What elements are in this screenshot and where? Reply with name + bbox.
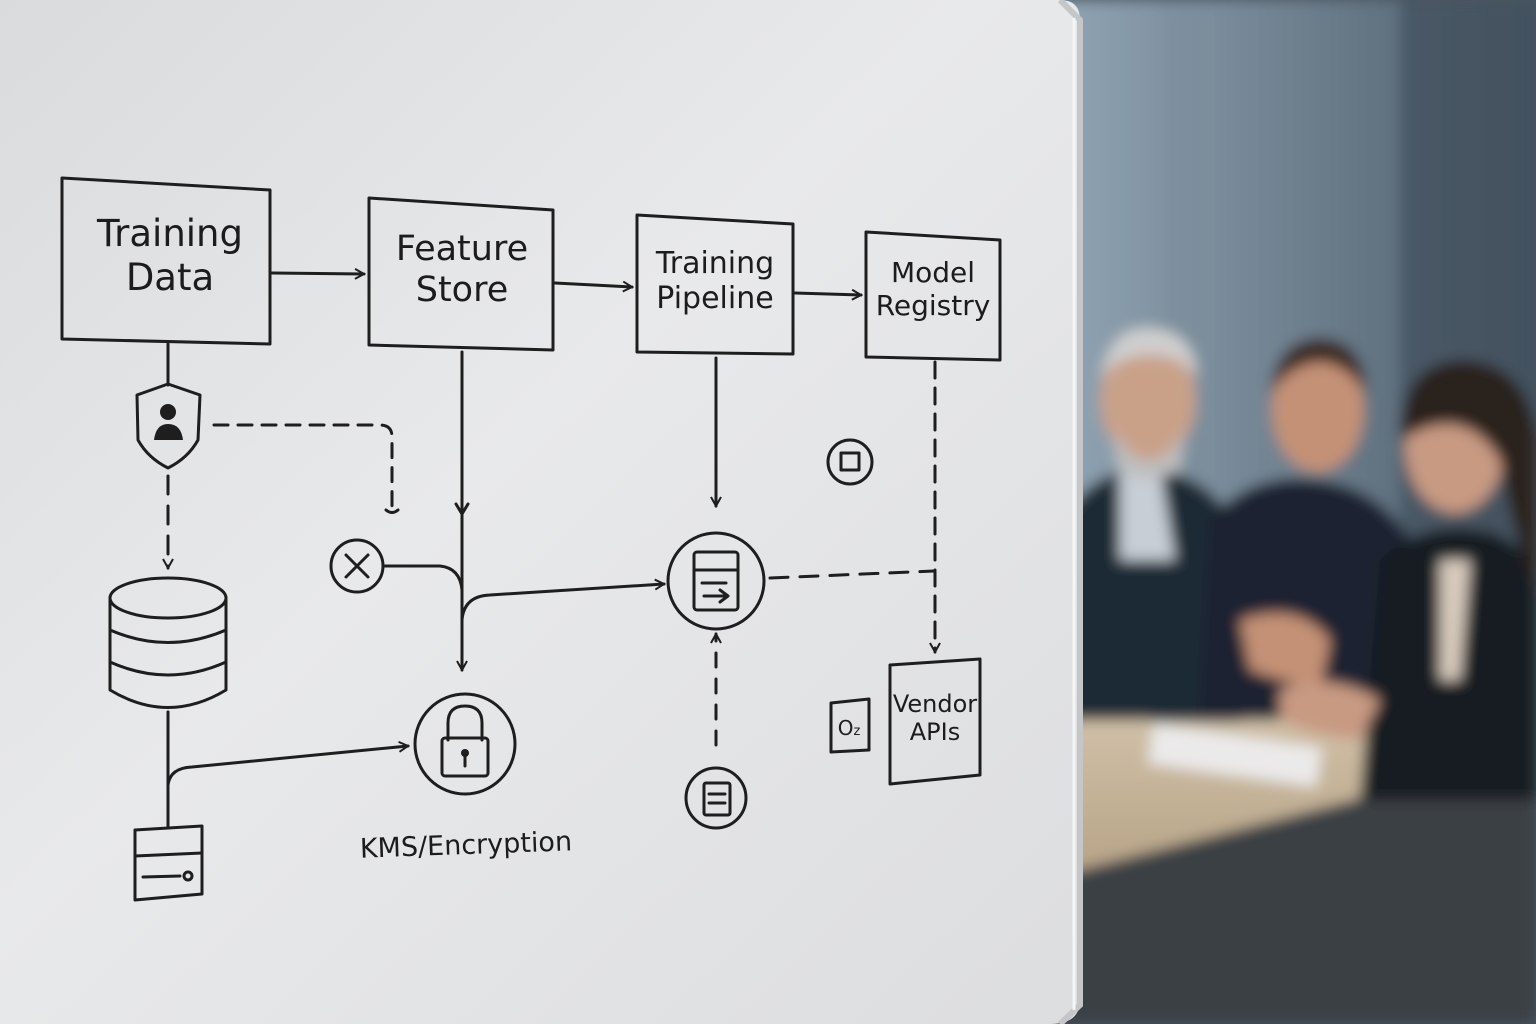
model-registry-box <box>864 230 1002 362</box>
lock-icon <box>413 692 517 796</box>
training-pipeline-line-1: Training <box>655 246 775 281</box>
shield-user-icon <box>135 382 202 470</box>
server-icon <box>133 824 204 902</box>
vendor-apis-box <box>888 657 982 786</box>
line-x-to-feature <box>382 564 464 592</box>
dashed-step-to-registry <box>768 569 936 580</box>
training-pipeline-box <box>635 213 795 356</box>
person-left <box>1060 327 1250 720</box>
oz-badge-icon <box>829 697 871 754</box>
feature-store-line-2: Store <box>415 270 509 311</box>
diagram <box>60 176 1002 902</box>
model-registry-line-2: Registry <box>875 289 991 323</box>
pipeline-step-icon <box>666 531 766 631</box>
feature-store-box <box>367 196 555 352</box>
frame-icon <box>826 438 874 486</box>
vendor-apis-line-2: APIs <box>909 718 961 747</box>
model-registry-label: Model Registry <box>866 256 1000 322</box>
training-pipeline-label: Training Pipeline <box>637 246 793 317</box>
arrow-feature-to-pipeline <box>553 283 632 287</box>
vendor-apis-label: Vendor APIs <box>890 690 980 747</box>
person-right <box>1280 360 1536 800</box>
dashed-shield-to-x <box>212 423 394 510</box>
arrow-pipeline-to-registry <box>793 293 861 295</box>
training-data-box <box>60 176 272 346</box>
feature-store-line-1: Feature <box>395 229 529 269</box>
whiteboard <box>0 0 1083 1024</box>
vendor-apis-line-1: Vendor <box>892 690 978 718</box>
document-icon <box>684 766 748 830</box>
feature-store-label: Feature Store <box>372 229 552 312</box>
arrow-training-to-feature <box>270 273 364 274</box>
training-data-line-1: Training <box>97 212 243 255</box>
arrow-feature-to-pipeline-icon <box>460 584 664 622</box>
training-pipeline-line-2: Pipeline <box>656 281 774 317</box>
training-data-line-2: Data <box>125 255 215 299</box>
database-icon <box>108 576 228 709</box>
model-registry-line-1: Model <box>890 256 976 289</box>
training-data-label: Training Data <box>70 212 270 299</box>
